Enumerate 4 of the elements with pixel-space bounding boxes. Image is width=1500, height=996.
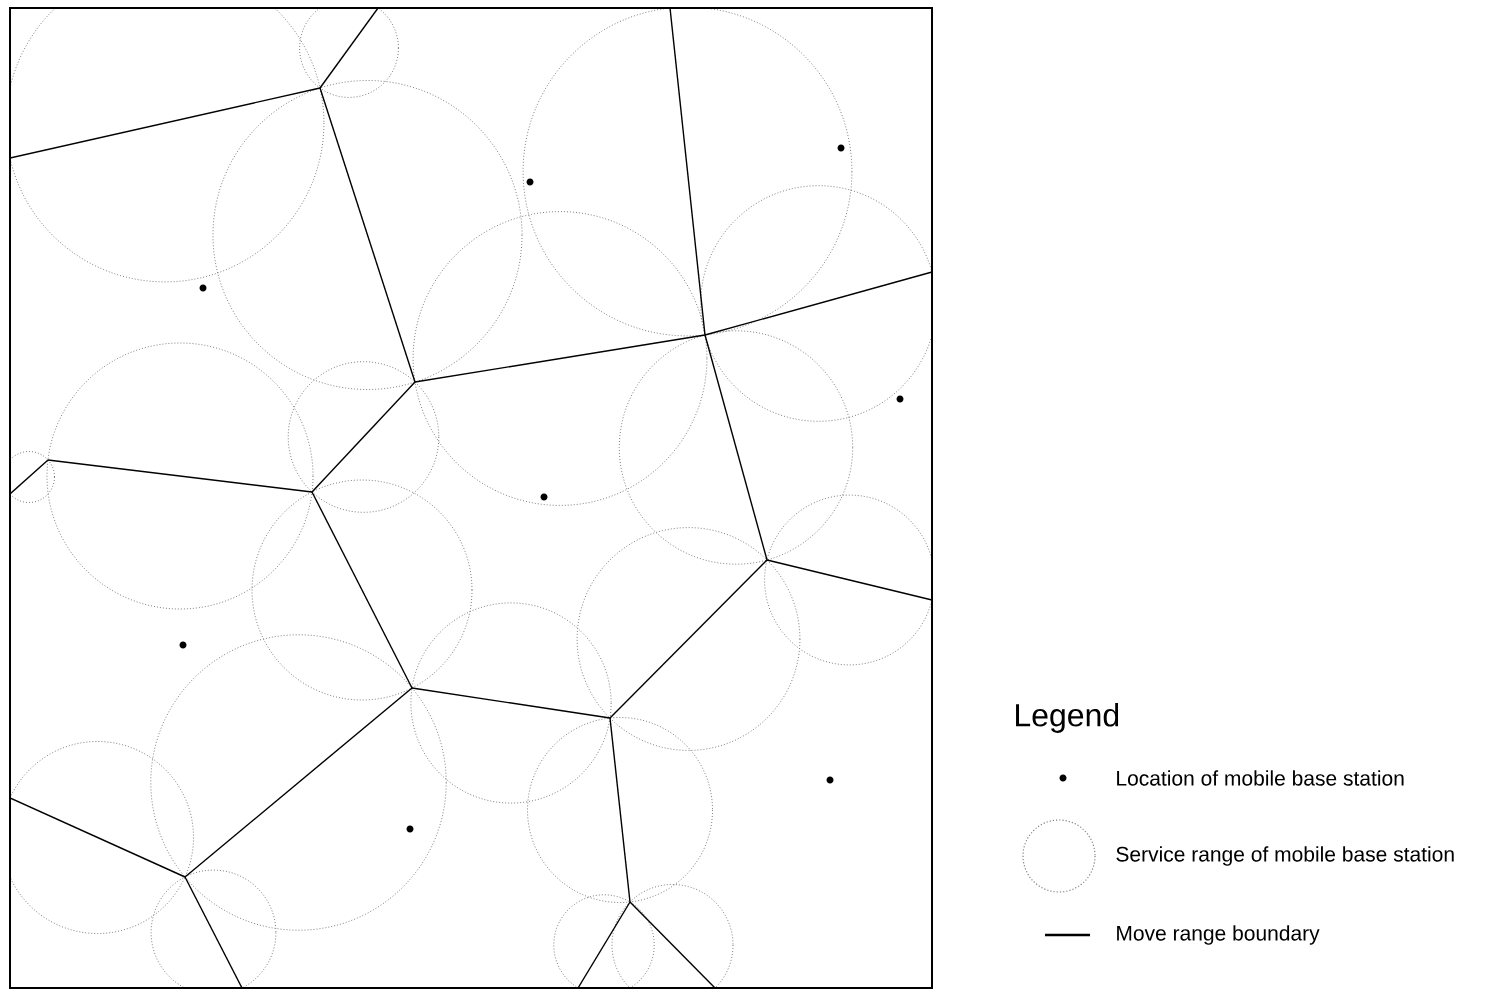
legend-text: Service range of mobile base station <box>1116 846 1454 866</box>
legend-text: Location of mobile base station <box>1117 770 1404 786</box>
legend-text: Move range boundary <box>1117 925 1320 945</box>
legend-title: Legend <box>1016 703 1119 733</box>
